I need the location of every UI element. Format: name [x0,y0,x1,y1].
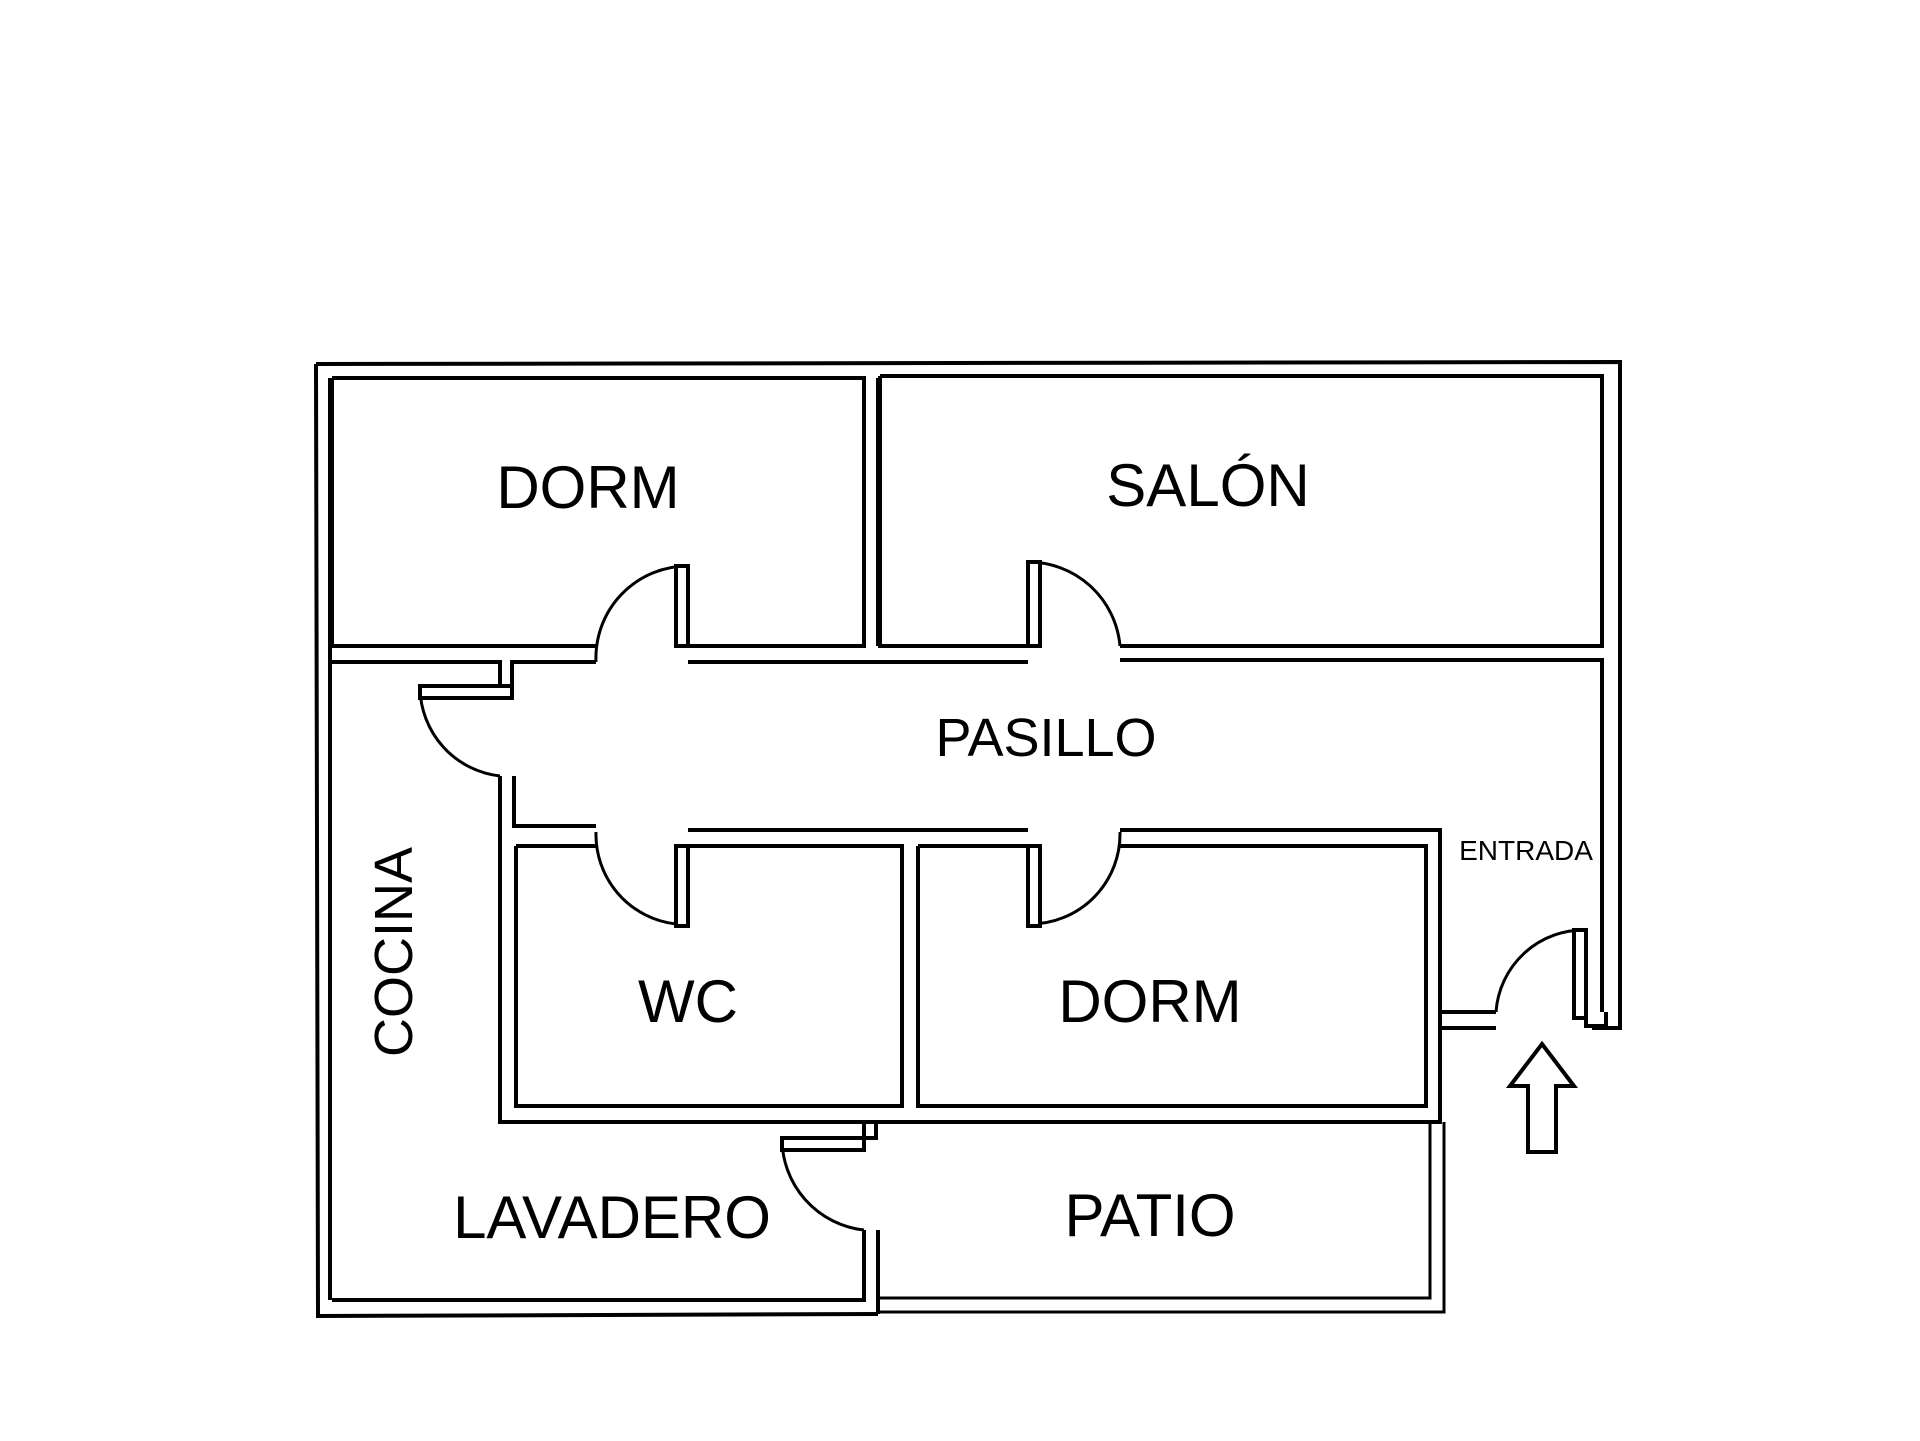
up-arrow-icon [1505,1040,1579,1154]
label-patio: PATIO [1064,1182,1235,1249]
label-dorm-top: DORM [496,454,679,521]
door-lavadero[interactable] [780,1136,866,1232]
label-cocina: COCINA [364,847,424,1057]
room-wc [514,844,904,1108]
door-dorm-top[interactable] [594,564,690,663]
door-dorm-bottom[interactable] [1026,831,1122,928]
door-salon[interactable] [1026,560,1122,648]
room-dorm-bottom [916,844,1428,1108]
door-entrada[interactable] [1494,928,1588,1020]
room-salon [878,374,1604,648]
label-salon: SALÓN [1106,452,1309,519]
label-entrada: ENTRADA [1459,835,1593,866]
label-wc: WC [638,968,738,1035]
label-pasillo: PASILLO [935,708,1156,768]
door-cocina[interactable] [418,684,514,778]
door-wc[interactable] [594,831,690,928]
label-lavadero: LAVADERO [453,1184,771,1251]
label-dorm-bottom: DORM [1058,968,1241,1035]
